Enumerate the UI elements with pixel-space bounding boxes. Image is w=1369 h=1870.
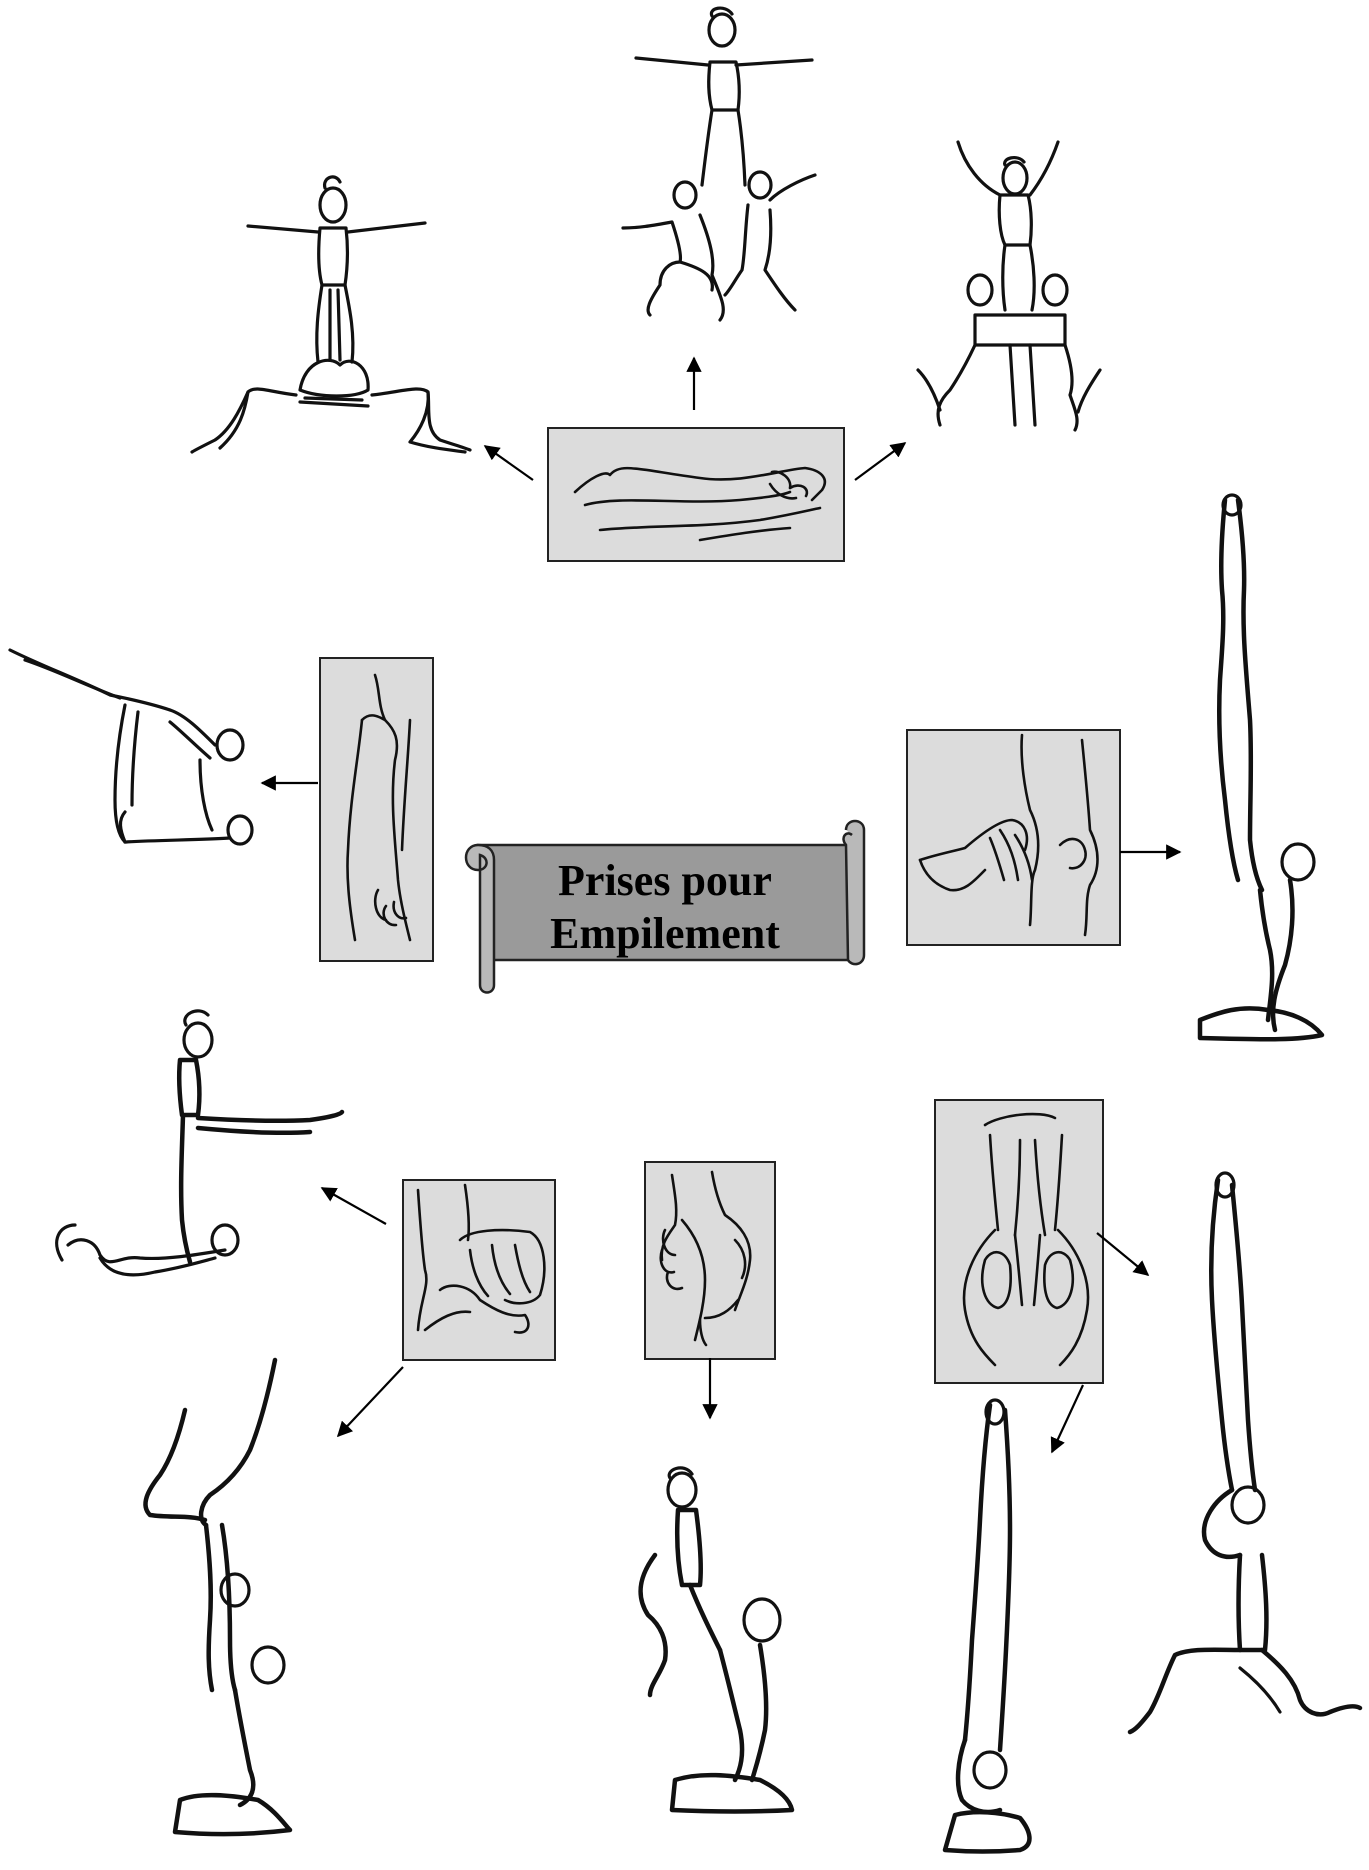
- arrow-fist-to-figure-upper: [322, 1188, 386, 1224]
- forearm-grip-icon: [548, 428, 844, 561]
- hand-to-hand-grip-icon: [645, 1162, 775, 1359]
- arrow-forearm-to-pyramid-left: [485, 446, 533, 480]
- arrow-two-hands-to-figure-lower: [1052, 1385, 1083, 1452]
- acrobat-pyramid-figure: [192, 177, 470, 452]
- acrobat-tall-stand-figure: [945, 1400, 1029, 1852]
- acrobat-pyramid-figure: [918, 142, 1100, 430]
- acrobat-handstand-figure: [1200, 495, 1322, 1039]
- acrobat-arabesque-figure: [1130, 1173, 1360, 1732]
- hand-ankle-grip-icon: [907, 730, 1120, 945]
- acrobat-pair-figure: [10, 650, 252, 844]
- acrobat-lever-figure: [57, 1011, 342, 1275]
- acrobat-split-handstand-figure: [145, 1360, 290, 1834]
- arm-grip-icon: [320, 658, 433, 961]
- fist-grip-icon: [403, 1180, 555, 1360]
- title-scroll: Prises pour Empilement: [466, 821, 864, 993]
- arrow-forearm-to-pyramid-right: [855, 443, 905, 480]
- arrow-fist-to-figure-lower: [338, 1367, 403, 1436]
- two-hands-grip-icon: [935, 1100, 1103, 1383]
- acrobat-stack-figure: [623, 8, 815, 320]
- title-line-1: Prises pour: [558, 856, 772, 905]
- arrow-two-hands-to-figure-right: [1097, 1233, 1148, 1275]
- title-line-2: Empilement: [550, 909, 780, 958]
- acrobat-stand-figure: [641, 1468, 792, 1812]
